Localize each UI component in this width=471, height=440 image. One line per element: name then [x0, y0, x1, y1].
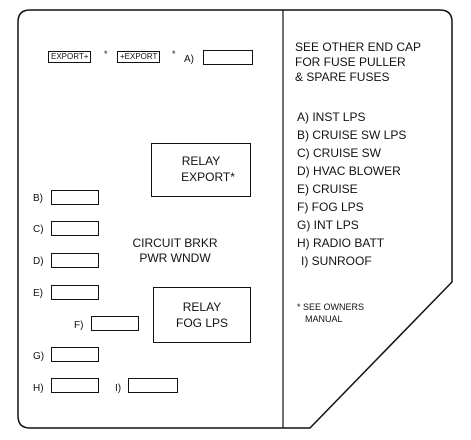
export-star-left: * — [104, 49, 108, 59]
fuse-f-label: F) — [74, 320, 84, 331]
circuit-breaker-line2: PWR WNDW — [139, 251, 211, 265]
export-tag-right: +EXPORT — [117, 51, 161, 63]
fuse-e-slot — [51, 285, 99, 300]
fuse-g-label: G) — [33, 351, 45, 362]
legend-item-d: D) HVAC BLOWER — [297, 164, 401, 178]
footnote-line-1: * SEE OWNERS — [297, 302, 365, 312]
legend-item-b: B) CRUISE SW LPS — [297, 128, 407, 142]
fuse-b-label: B) — [33, 193, 43, 204]
footnote-line-2: MANUAL — [305, 314, 343, 324]
legend-item-i: I) SUNROOF — [301, 254, 372, 268]
fuse-b-slot — [51, 190, 99, 205]
fuse-c-slot — [51, 221, 99, 236]
legend-item-e: E) CRUISE — [297, 182, 358, 196]
notice-line-3: & SPARE FUSES — [295, 70, 390, 84]
relay-fog-line1: RELAY — [182, 300, 222, 314]
fuse-a-label: A) — [184, 54, 194, 65]
fuse-h-slot — [51, 378, 99, 393]
relay-export-box: RELAY EXPORT* — [151, 143, 251, 197]
circuit-breaker-label: CIRCUIT BRKR PWR WNDW — [112, 236, 238, 266]
fuse-f-slot — [91, 316, 139, 331]
legend-item-a: A) INST LPS — [297, 110, 366, 124]
relay-fog-line2: FOG LPS — [175, 316, 228, 330]
fuse-i-slot — [128, 378, 178, 393]
relay-export-line1: RELAY — [181, 154, 221, 168]
fuse-c-label: C) — [33, 224, 44, 235]
relay-fog-box: RELAY FOG LPS — [153, 287, 251, 343]
legend-item-f: F) FOG LPS — [297, 200, 364, 214]
legend-item-c: C) CRUISE SW — [297, 146, 381, 160]
fuse-g-slot — [51, 347, 99, 362]
legend-item-g: G) INT LPS — [297, 218, 359, 232]
notice-line-2: FOR FUSE PULLER — [295, 55, 406, 69]
export-star-right: * — [172, 49, 176, 59]
legend-item-h: H) RADIO BATT — [297, 236, 385, 250]
fuse-a-slot — [203, 50, 253, 65]
notice-line-1: SEE OTHER END CAP — [295, 40, 422, 54]
fuse-h-label: H) — [33, 383, 44, 394]
fuse-d-label: D) — [33, 256, 44, 267]
relay-export-line2: EXPORT* — [181, 170, 235, 184]
circuit-breaker-line1: CIRCUIT BRKR — [132, 236, 218, 250]
fuse-d-slot — [51, 253, 99, 268]
fuse-e-label: E) — [33, 288, 43, 299]
fuse-i-label: I) — [115, 383, 122, 394]
export-tag-left: EXPORT+ — [48, 51, 92, 63]
